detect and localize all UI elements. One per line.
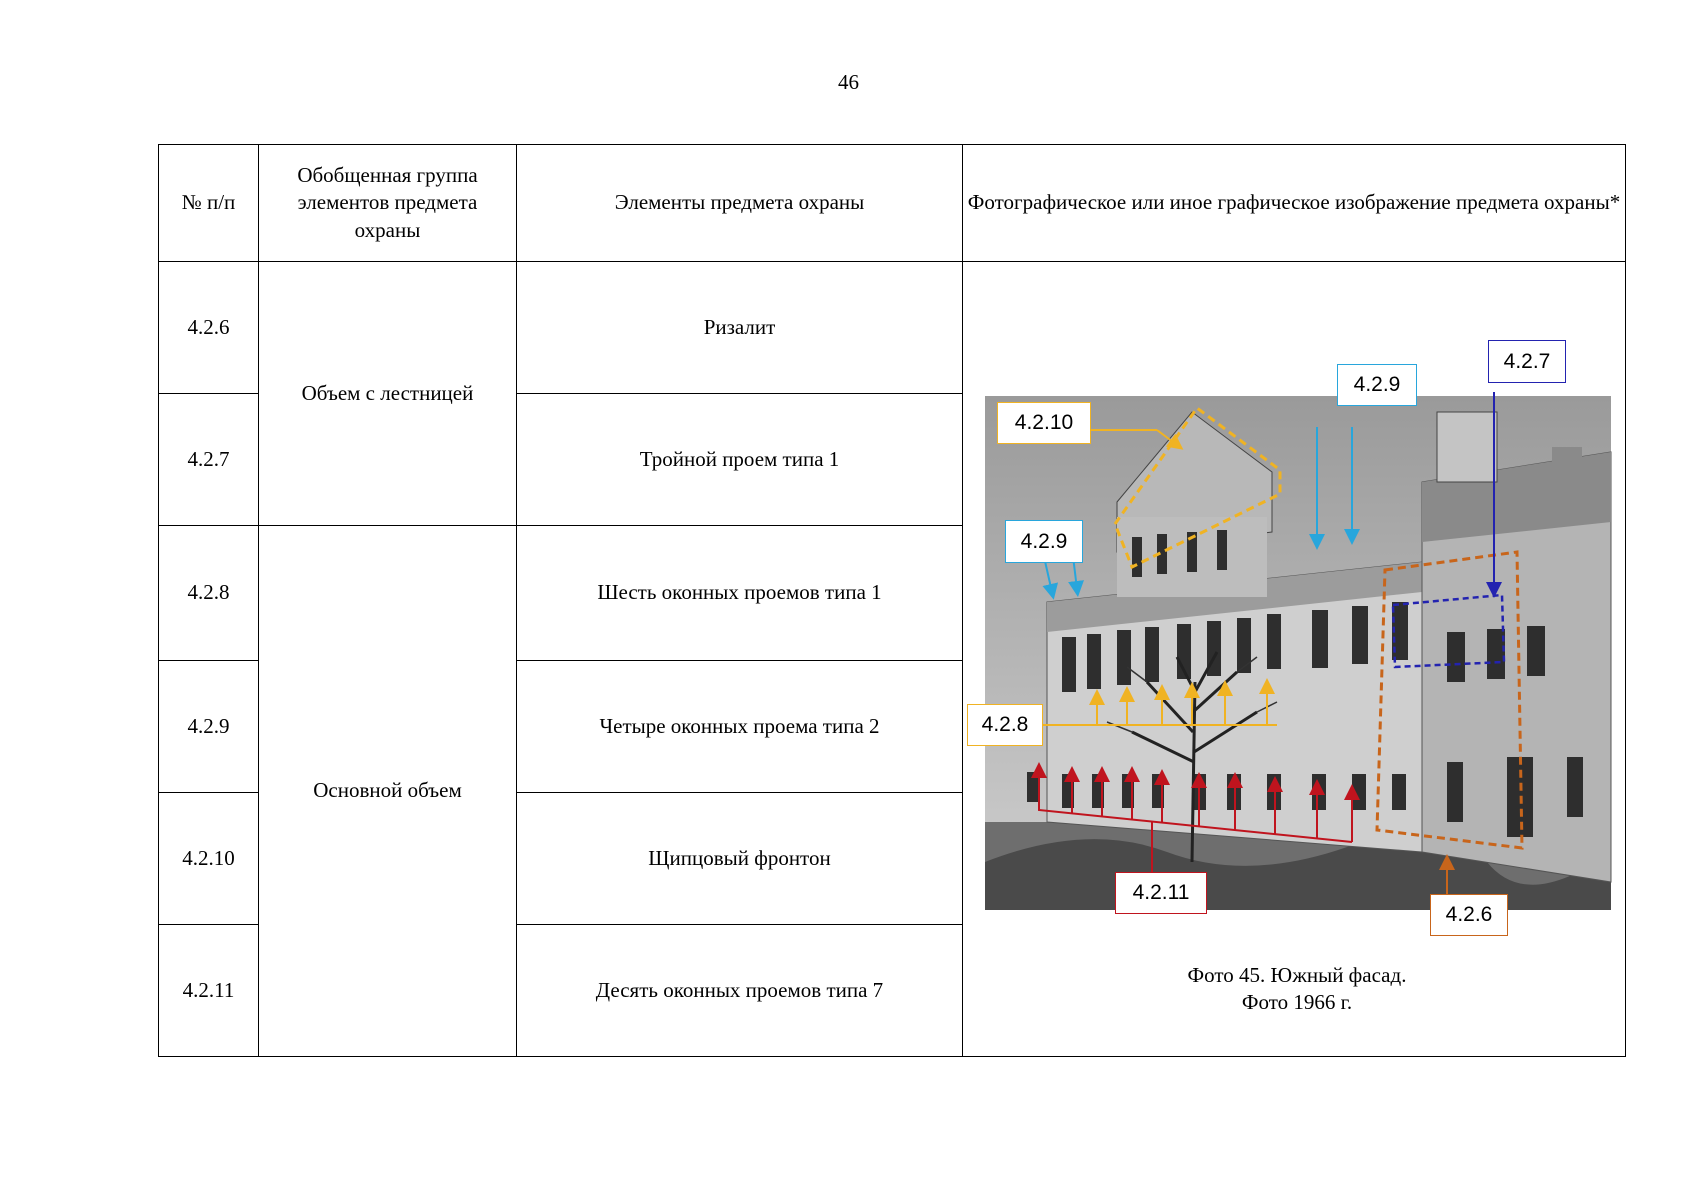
row-element: Четыре оконных проема типа 2 xyxy=(516,660,963,793)
header-num: № п/п xyxy=(158,144,259,262)
table-row: 4.2.11 Десять оконных проемов типа 7 xyxy=(158,924,1626,1057)
table-row: 4.2.7 Тройной проем типа 1 xyxy=(158,393,1626,526)
table-row: 4.2.9 Четыре оконных проема типа 2 xyxy=(158,660,1626,793)
caption-line-1: Фото 45. Южный фасад. xyxy=(1187,963,1407,987)
row-element: Шесть оконных проемов типа 1 xyxy=(516,525,963,661)
table-row: 4.2.8 Основной объем Шесть оконных проем… xyxy=(158,525,1626,1057)
callout-4-2-6: 4.2.6 xyxy=(1430,894,1508,936)
table-row: 4.2.10 Щипцовый фронтон xyxy=(158,792,1626,925)
header-group: Обобщенная группа элементов предмета охр… xyxy=(258,144,517,262)
photo-cell: 4.2.10 4.2.9 4.2.7 4.2.9 4.2.8 4.2.11 4.… xyxy=(962,261,1627,1057)
callout-4-2-9-left: 4.2.9 xyxy=(1005,520,1083,563)
outline-4-2-10 xyxy=(1113,405,1282,570)
caption-line-2: Фото 1966 г. xyxy=(1241,990,1353,1015)
row-num: 4.2.10 xyxy=(158,792,259,925)
table-row: 4.2.6 Объем с лестницей Ризалит xyxy=(158,261,1626,1057)
table-header-row: № п/п Обобщенная группа элементов предме… xyxy=(158,144,1626,262)
row-element: Щипцовый фронтон xyxy=(516,792,963,925)
callout-4-2-9-right: 4.2.9 xyxy=(1337,364,1417,406)
header-image: Фотографическое или иное графическое изо… xyxy=(962,144,1626,262)
row-num: 4.2.11 xyxy=(158,924,259,1057)
protection-elements-table: № п/п Обобщенная группа элементов предме… xyxy=(158,144,1626,1057)
row-num: 4.2.9 xyxy=(158,660,259,793)
facade-photo-figure: 4.2.10 4.2.9 4.2.7 4.2.9 4.2.8 4.2.11 4.… xyxy=(967,262,1627,1056)
row-num: 4.2.7 xyxy=(158,393,259,526)
photo-caption: Фото 45. Южный фасад. Фото 1966 г. xyxy=(967,962,1627,1017)
row-num: 4.2.6 xyxy=(158,261,259,394)
outline-4-2-7 xyxy=(1391,593,1506,669)
row-element: Ризалит xyxy=(516,261,963,394)
row-num: 4.2.8 xyxy=(158,525,259,661)
group-cell: Основной объем xyxy=(258,525,517,1057)
page-number: 46 xyxy=(838,70,859,94)
row-element: Десять оконных проемов типа 7 xyxy=(516,924,963,1057)
row-element: Тройной проем типа 1 xyxy=(516,393,963,526)
callout-4-2-10: 4.2.10 xyxy=(997,402,1091,444)
group-cell: Объем с лестницей xyxy=(258,261,517,526)
callout-4-2-8: 4.2.8 xyxy=(967,704,1043,746)
outline-4-2-6 xyxy=(1375,550,1524,850)
callout-4-2-7: 4.2.7 xyxy=(1488,340,1566,383)
facade-photo xyxy=(985,392,1612,910)
callout-4-2-11: 4.2.11 xyxy=(1115,872,1207,914)
header-elements: Элементы предмета охраны xyxy=(516,144,963,262)
